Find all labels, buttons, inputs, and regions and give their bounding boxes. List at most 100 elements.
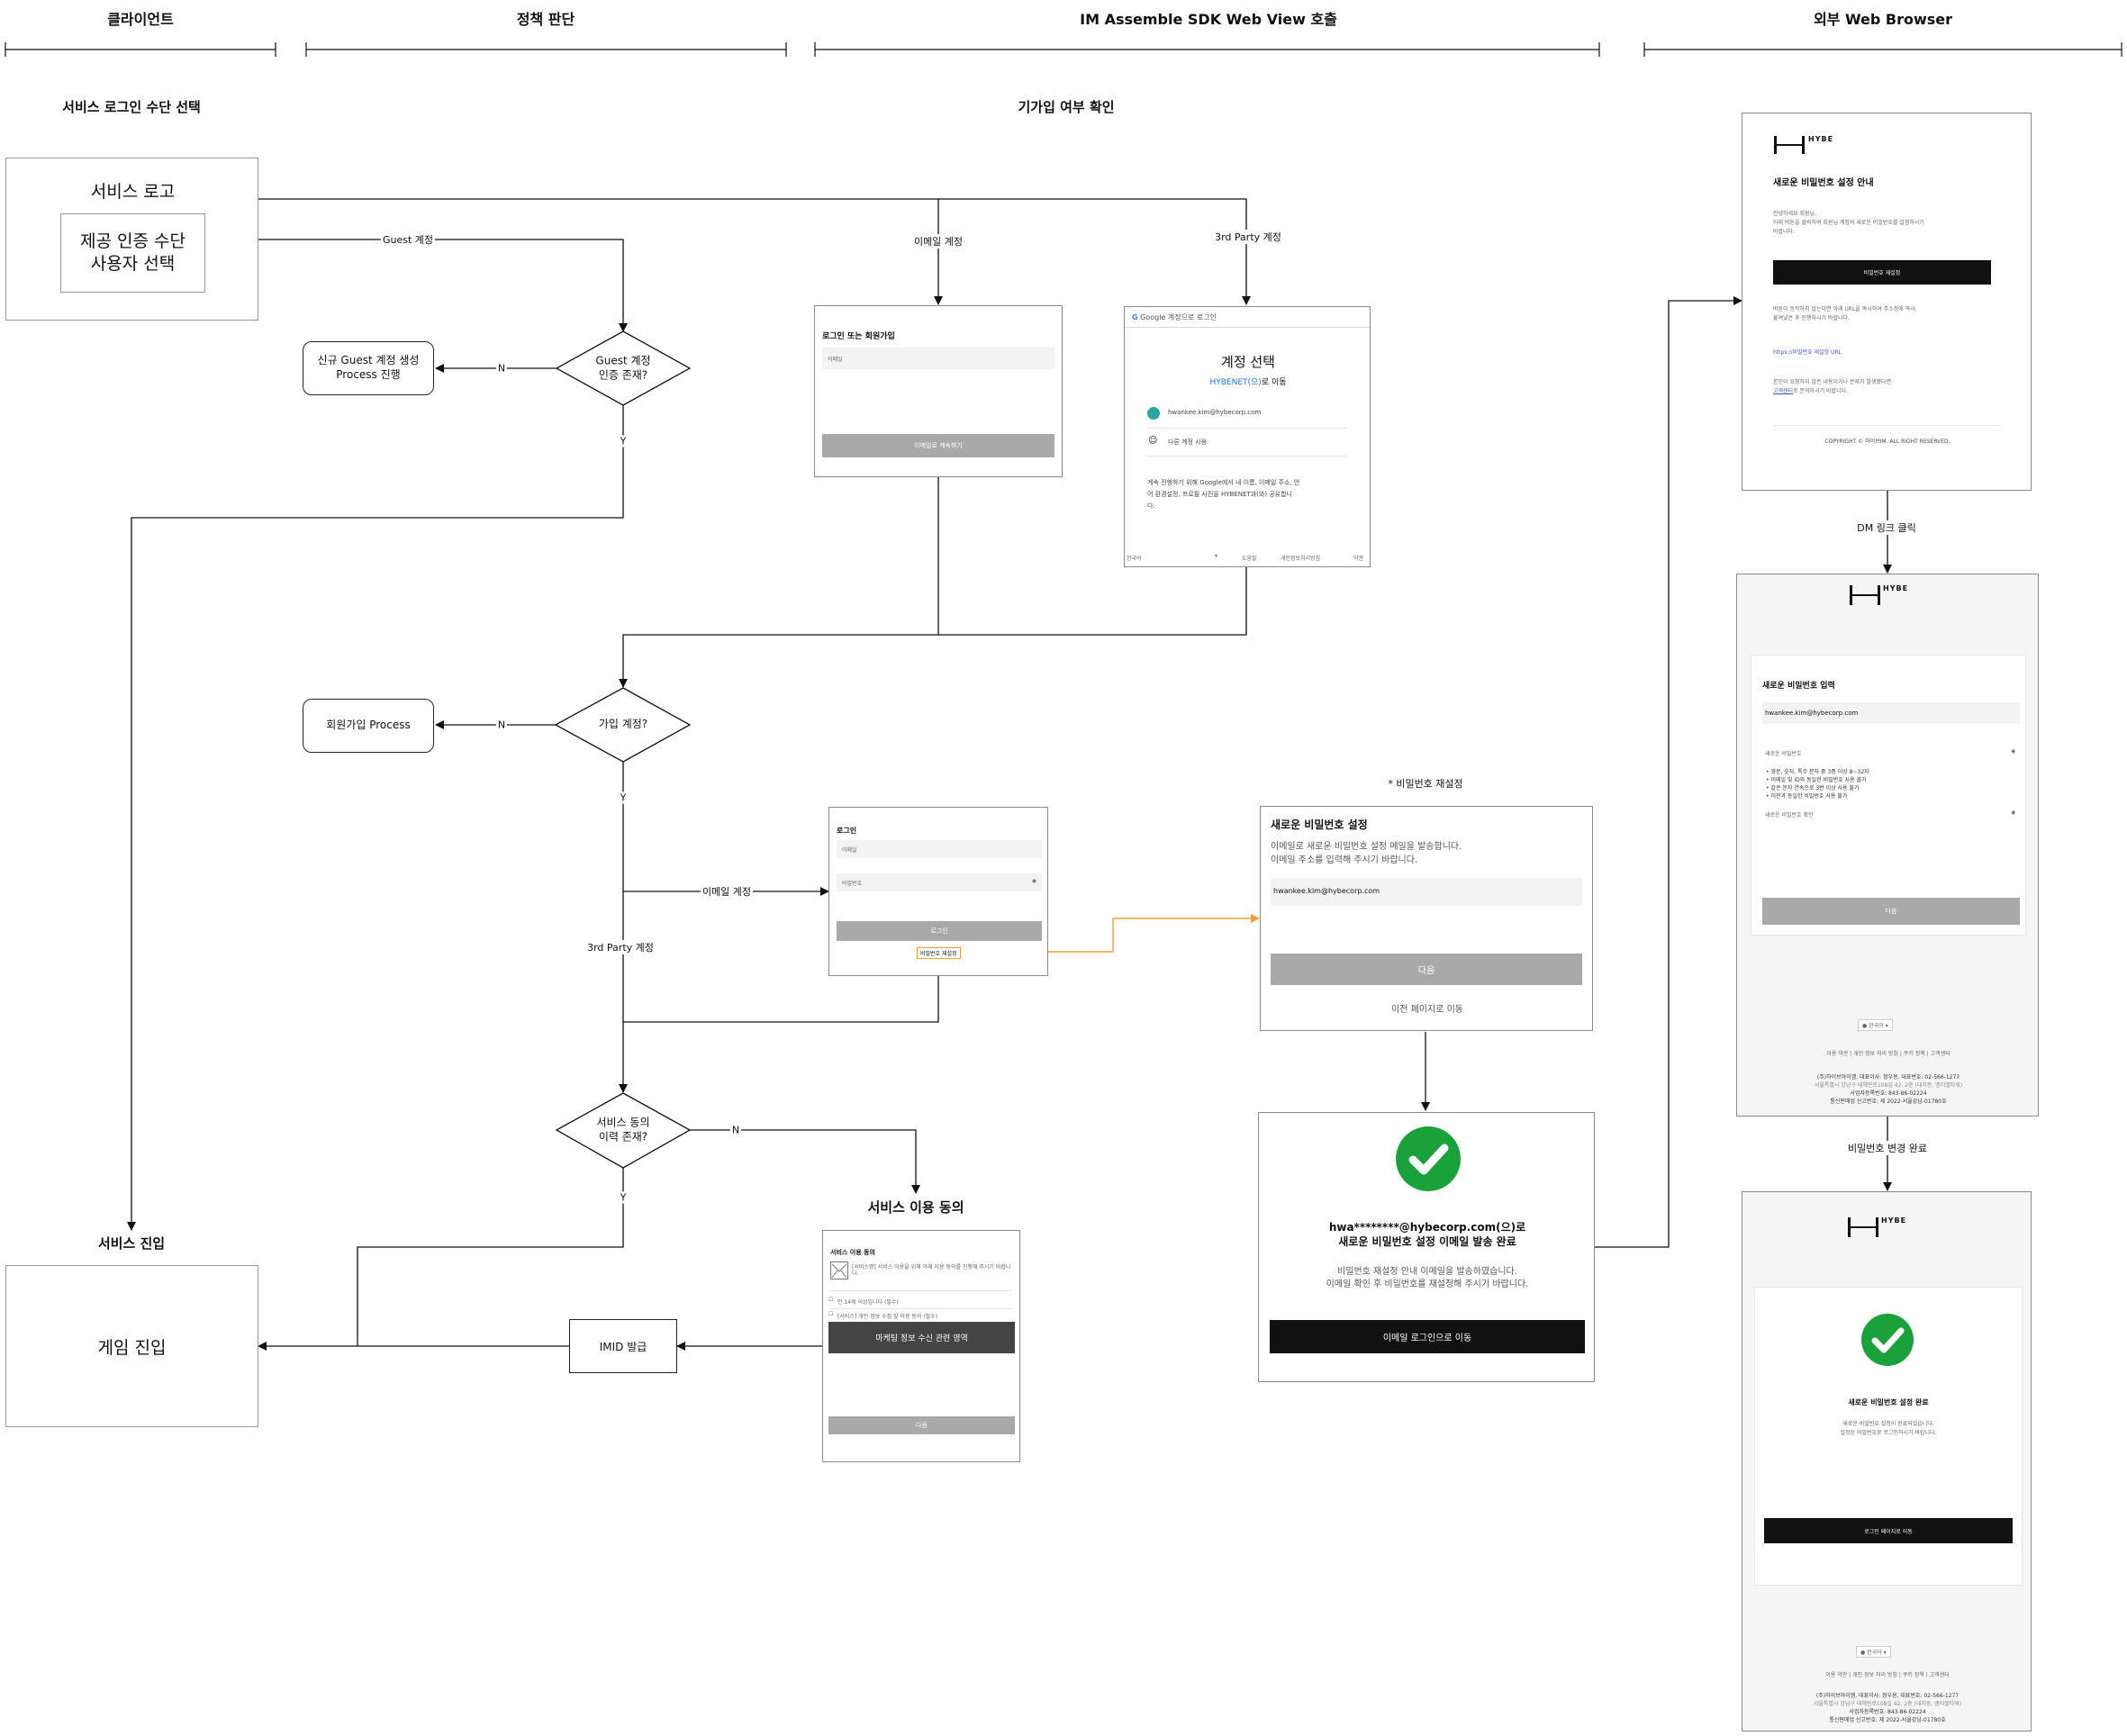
pw-done-desc-line1: 새로운 비밀번호 설정이 완료되었습니다.	[1842, 1421, 1934, 1427]
agree-mock-all: [서비스명] 서비스 이용을 위해 아래 이용 동의를 진행해 주시기 바랍니다…	[852, 1264, 1011, 1278]
mail-body-line1: 안녕하세요 회원님,	[1773, 211, 1816, 217]
auth-select-line2: 사용자 선택	[90, 254, 176, 274]
edge-agree-n: N	[729, 1124, 742, 1136]
footer-lang-select[interactable]: ● 한국어 ▾	[1858, 1019, 1893, 1031]
edge-email-account-mid: 이메일 계정	[700, 884, 754, 899]
edge-email-account-top: 이메일 계정	[911, 234, 965, 249]
game-enter-box: 게임 진입	[5, 1265, 258, 1427]
google-notice-line2: 어 환경설정, 프로필 사진을 HYBENET과(와) 공유합니	[1147, 491, 1292, 498]
google-sub-link[interactable]: HYBENET(으)	[1209, 378, 1262, 387]
google-privacy-link[interactable]: 개인정보처리방침	[1281, 556, 1321, 562]
mail-sent-desc-line2: 이메일 확인 후 비밀번호를 재설정해 주시기 바랍니다.	[1326, 1279, 1529, 1289]
mail-body-line2: 아래 버튼을 클릭하여 회원님 계정의 새로운 비밀번호를 설정하시기	[1773, 220, 1924, 226]
reset-mail-screen: HYBE 새로운 비밀번호 설정 안내 안녕하세요 회원님, 아래 버튼을 클릭…	[1742, 113, 2032, 491]
footer-address: 서울특별시 강남구 테헤란로108길 42, 2층 (대치동, 엠티엘타워)	[1814, 1082, 1963, 1089]
new-pw-confirm-placeholder: 새로운 비밀번호 확인	[1765, 812, 1814, 818]
footer-biz: 사업자등록번호: 843-86-02224	[1850, 1090, 1927, 1097]
new-pw-screen: HYBE 새로운 비밀번호 입력 hwankee.kim@hybecorp.co…	[1736, 574, 2039, 1117]
email-login-button[interactable]: 로그인	[837, 921, 1042, 941]
checkbox-icon[interactable]: ☐	[828, 1297, 834, 1303]
new-pw-rule-2: • 이메일 및 ID와 동일한 비밀번호 사용 불가	[1766, 777, 1867, 783]
google-notice-line1: 계속 진행하기 위해 Google에서 내 이름, 이메일 주소, 언	[1147, 479, 1300, 486]
imid-label: IMID 발급	[599, 1340, 647, 1353]
guest-diamond-label: Guest 계정 인증 존재?	[595, 354, 650, 382]
google-title: 계정 선택	[1221, 354, 1275, 370]
edge-joined-n: N	[495, 719, 508, 731]
edge-guest-y: Y	[618, 435, 629, 448]
google-account-screen: G Google 계정으로 로그인 계정 선택 HYBENET(으)로 이동 h…	[1124, 306, 1371, 567]
eye-icon[interactable]: ◉	[2011, 809, 2016, 816]
auth-select-box[interactable]: 제공 인증 수단 사용자 선택	[60, 213, 205, 293]
email-signup-input[interactable]: 이메일	[822, 348, 1054, 369]
marketing-label: 마케팅 정보 수신 관련 영역	[875, 1334, 968, 1343]
check-circle-icon	[1861, 1314, 1914, 1366]
google-terms-link[interactable]: 약관	[1353, 556, 1364, 562]
mail-note-line2: 붙여넣은 후 진행하시기 바랍니다.	[1773, 315, 1850, 321]
agree-diamond-shape	[555, 1092, 692, 1169]
pw-reset-email-input[interactable]: hwankee.kim@hybecorp.com	[1271, 878, 1582, 906]
footer-links[interactable]: 이용 약관 | 개인 정보 처리 방침 | 쿠키 정책 | 고객센터	[1826, 1051, 1951, 1057]
joined-diamond-shape	[554, 687, 692, 763]
mail-support-link[interactable]: 고객센터	[1773, 388, 1794, 394]
eye-icon[interactable]: ◉	[1031, 878, 1036, 884]
footer-ecommerce: 통신판매업 신고번호: 제 2022-서울강남-01780호	[1829, 1717, 1946, 1723]
person-icon: ☺	[1148, 436, 1158, 446]
email-login-email-input[interactable]: 이메일	[837, 840, 1042, 858]
section-service-agree: 서비스 이용 동의	[867, 1199, 964, 1216]
mail-sent-line1: hwa********@hybecorp.com(으)로	[1328, 1221, 1526, 1234]
google-g-icon: G	[1132, 313, 1138, 321]
email-login-pw-input[interactable]: 비밀번호 ◉	[837, 873, 1042, 891]
pw-reset-desc-line1: 이메일로 새로운 비밀번호 설정 메일을 발송합니다.	[1271, 842, 1462, 852]
agree-diamond-line2: 이력 존재?	[598, 1130, 648, 1143]
google-other-account[interactable]: 다른 계정 사용	[1168, 439, 1208, 446]
footer-lang-select[interactable]: ● 한국어 ▾	[1856, 1646, 1891, 1658]
eye-icon[interactable]: ◉	[2011, 748, 2016, 755]
imid-box: IMID 발급	[569, 1319, 677, 1373]
email-continue-button[interactable]: 이메일로 계속하기	[822, 434, 1054, 457]
google-account-email[interactable]: hwankee.kim@hybecorp.com	[1168, 409, 1262, 416]
agree-next-button[interactable]: 다음	[828, 1416, 1015, 1434]
mail-sent-desc-line1: 비밀번호 재설정 안내 이메일을 발송하였습니다.	[1337, 1267, 1517, 1277]
mail-copyright: COPYRIGHT © 하이브IM. ALL RIGHT RESERVED.	[1824, 439, 1951, 445]
section-login-method: 서비스 로그인 수단 선택	[62, 99, 201, 115]
section-service-enter: 서비스 진입	[97, 1235, 166, 1252]
pw-reset-next-button[interactable]: 다음	[1271, 954, 1582, 985]
footer-biz: 사업자등록번호: 843-86-02224	[1849, 1709, 1926, 1715]
signup-process-label: 회원가입 Process	[326, 719, 411, 732]
hybe-logo-text: HYBE	[1881, 1216, 1907, 1225]
pw-reset-back-link[interactable]: 이전 페이지로 이동	[1391, 1005, 1463, 1015]
mail-reset-url[interactable]: https://비밀번호 재설정 URL	[1773, 349, 1842, 356]
google-header: G Google 계정으로 로그인	[1132, 312, 1217, 322]
new-pw-rule-4: • 이전과 동일한 비밀번호 사용 불가	[1766, 793, 1848, 800]
service-login-box: 서비스 로고 제공 인증 수단 사용자 선택	[5, 158, 258, 321]
checkbox-icon[interactable]: ☐	[828, 1311, 834, 1317]
email-signup-title: 로그인 또는 회원가입	[822, 332, 895, 341]
new-pw-title: 새로운 비밀번호 입력	[1762, 682, 1835, 691]
footer-links[interactable]: 이용 약관 | 개인 정보 처리 방침 | 쿠키 정책 | 고객센터	[1825, 1672, 1950, 1678]
forgot-password-link[interactable]: 비밀번호 재설정	[917, 947, 961, 959]
footer-lang-label: 한국어	[1867, 1650, 1882, 1656]
email-login-pw-ph: 비밀번호	[842, 881, 863, 887]
marketing-area: 마케팅 정보 수신 관련 영역	[828, 1322, 1015, 1353]
edge-third-party-mid: 3rd Party 계정	[585, 940, 656, 954]
google-help-link[interactable]: 도움말	[1242, 556, 1257, 562]
go-login-page-button[interactable]: 로그인 페이지로 이동	[1764, 1518, 2013, 1543]
google-sub-rest: 로 이동	[1261, 378, 1287, 387]
lane-header-browser: 외부 Web Browser	[1813, 11, 1953, 28]
agree-diamond-line1: 서비스 동의	[596, 1116, 650, 1129]
mail-reset-button[interactable]: 비밀번호 재설정	[1773, 260, 1991, 285]
new-pw-next-button[interactable]: 다음	[1762, 898, 2020, 925]
pw-done-desc-line2: 설정된 비밀번호로 로그인하시기 바랍니다.	[1840, 1430, 1937, 1436]
decision-shapes	[554, 330, 692, 1169]
footer-lang-label: 한국어	[1869, 1023, 1884, 1029]
go-email-login-button[interactable]: 이메일 로그인으로 이동	[1270, 1320, 1585, 1353]
account-avatar	[1147, 407, 1160, 420]
email-login-email-ph: 이메일	[842, 847, 857, 854]
google-lang-select[interactable]: 한국어	[1127, 556, 1142, 562]
globe-icon: ●	[1860, 1650, 1866, 1656]
signup-process: 회원가입 Process	[303, 699, 434, 753]
pw-done-screen: HYBE 새로운 비밀번호 설정 완료 새로운 비밀번호 설정이 완료되었습니다…	[1742, 1191, 2032, 1731]
agree-item-1: 만 14세 이상입니다 (필수)	[837, 1299, 899, 1306]
new-pw-placeholder: 새로운 비밀번호	[1765, 751, 1802, 757]
new-pw-card: 새로운 비밀번호 입력 hwankee.kim@hybecorp.com 새로운…	[1751, 655, 2026, 936]
